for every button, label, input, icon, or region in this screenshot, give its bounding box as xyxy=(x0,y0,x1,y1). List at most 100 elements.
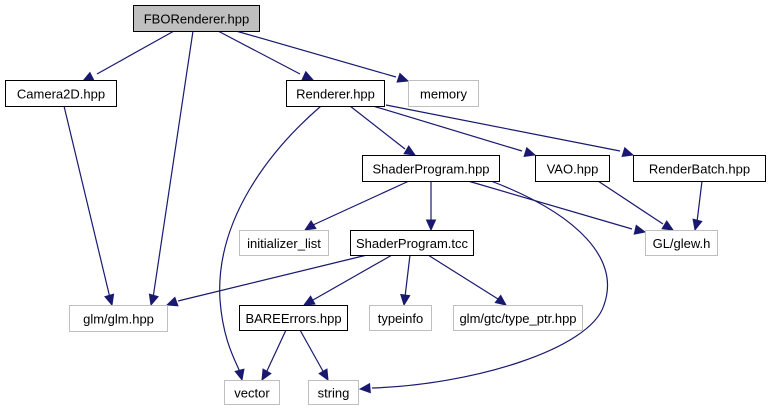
node-typeinfo: typeinfo xyxy=(369,305,432,331)
node-vector: vector xyxy=(224,380,280,405)
arrowhead-icon xyxy=(523,146,537,157)
edge-fbo-to-cam xyxy=(81,30,175,82)
node-box xyxy=(308,380,359,405)
node-box xyxy=(69,305,168,332)
node-box xyxy=(5,80,117,107)
edge-ren-to-rb xyxy=(385,104,635,157)
node-shaderprogram-hpp[interactable]: ShaderProgram.hpp xyxy=(362,155,500,182)
arrowhead-icon xyxy=(661,220,675,231)
node-fborenderer-hpp: FBORenderer.hpp xyxy=(133,5,260,32)
arrowhead-icon xyxy=(358,382,371,394)
edge-line xyxy=(427,254,499,300)
node-vao-hpp[interactable]: VAO.hpp xyxy=(535,155,610,182)
edge-line xyxy=(312,180,410,226)
arrowhead-icon xyxy=(318,368,329,382)
node-label: string xyxy=(318,386,350,401)
arrowhead-icon xyxy=(425,219,437,232)
node-box xyxy=(362,155,500,182)
arrowhead-icon xyxy=(621,146,635,157)
edge-sph-to-il xyxy=(303,180,410,231)
node-box xyxy=(239,230,329,256)
node-label: BAREErrors.hpp xyxy=(245,311,341,326)
node-label: vector xyxy=(234,386,270,401)
edge-line xyxy=(96,30,175,75)
node-box xyxy=(239,305,348,331)
node-string: string xyxy=(308,380,359,405)
arrowhead-icon xyxy=(234,368,245,382)
node-glm-glm-hpp: glm/glm.hpp xyxy=(69,305,168,332)
edge-line xyxy=(63,105,111,299)
edge-line xyxy=(404,254,411,298)
node-label: glm/glm.hpp xyxy=(83,312,154,327)
arrowhead-icon xyxy=(301,70,315,81)
edge-line xyxy=(372,105,523,152)
node-box xyxy=(645,230,718,256)
node-renderbatch-hpp[interactable]: RenderBatch.hpp xyxy=(633,155,766,182)
node-label: RenderBatch.hpp xyxy=(649,162,750,177)
node-box xyxy=(286,80,385,107)
node-box xyxy=(133,5,260,32)
arrowhead-icon xyxy=(148,293,159,307)
edge-sph-to-str xyxy=(358,180,609,394)
node-camera2d-hpp[interactable]: Camera2D.hpp xyxy=(5,80,117,107)
node-label: Camera2D.hpp xyxy=(17,87,105,102)
node-label: Renderer.hpp xyxy=(296,87,375,102)
arrowhead-icon xyxy=(400,293,411,307)
edge-fbo-to-mem xyxy=(235,30,410,83)
edge-line xyxy=(696,180,703,223)
edge-spt-to-ti xyxy=(400,254,411,307)
node-shaderprogram-tcc[interactable]: ShaderProgram.tcc xyxy=(350,230,474,256)
edge-line xyxy=(312,254,393,301)
arrowhead-icon xyxy=(261,368,272,382)
arrowhead-icon xyxy=(303,219,317,231)
edge-line xyxy=(177,254,368,302)
edge-line xyxy=(371,180,609,389)
arrowhead-icon xyxy=(692,218,703,232)
node-box xyxy=(369,305,432,331)
edge-fbo-to-glm xyxy=(148,30,194,307)
edge-ren-to-vec xyxy=(219,105,322,382)
edge-line xyxy=(219,105,322,373)
edge-line xyxy=(385,104,621,152)
arrowhead-icon xyxy=(81,71,95,82)
node-initializer-list: initializer_list xyxy=(239,230,329,256)
arrowhead-icon xyxy=(403,145,417,156)
node-label: GL/glew.h xyxy=(653,236,711,251)
node-box xyxy=(633,155,766,182)
edge-spt-to-tp xyxy=(427,254,507,306)
edge-cam-to-glm xyxy=(63,105,115,307)
node-label: VAO.hpp xyxy=(547,162,599,177)
edge-sph-to-spt xyxy=(425,181,437,232)
node-label: ShaderProgram.hpp xyxy=(372,162,489,177)
edge-line xyxy=(467,180,633,230)
node-renderer-hpp[interactable]: Renderer.hpp xyxy=(286,80,385,107)
node-memory: memory xyxy=(408,80,479,107)
arrowhead-icon xyxy=(302,295,316,306)
edge-vao-to-glew xyxy=(597,180,675,231)
node-label: glm/gtc/type_ptr.hpp xyxy=(459,311,576,326)
edge-line xyxy=(265,329,287,374)
edge-fbo-to-ren xyxy=(217,30,315,81)
edge-spt-to-bare xyxy=(302,254,393,306)
edge-ren-to-vao xyxy=(372,105,537,157)
node-label: initializer_list xyxy=(247,236,321,251)
node-bareerrors-hpp[interactable]: BAREErrors.hpp xyxy=(239,305,348,331)
node-label: typeinfo xyxy=(378,311,424,326)
node-box xyxy=(453,305,583,331)
edge-bare-to-vec xyxy=(261,329,287,382)
edge-line xyxy=(235,30,397,78)
edge-line xyxy=(597,180,664,225)
edge-ren-to-sph xyxy=(349,105,417,156)
arrowhead-icon xyxy=(633,224,647,235)
arrowhead-icon xyxy=(494,294,507,306)
node-label: FBORenderer.hpp xyxy=(144,12,250,27)
node-box xyxy=(350,230,474,256)
edge-bare-to-str xyxy=(299,329,329,382)
arrowhead-icon xyxy=(104,293,115,307)
node-box xyxy=(408,80,479,107)
arrowhead-icon xyxy=(165,296,179,307)
edge-line xyxy=(349,105,406,150)
edge-line xyxy=(217,30,301,75)
